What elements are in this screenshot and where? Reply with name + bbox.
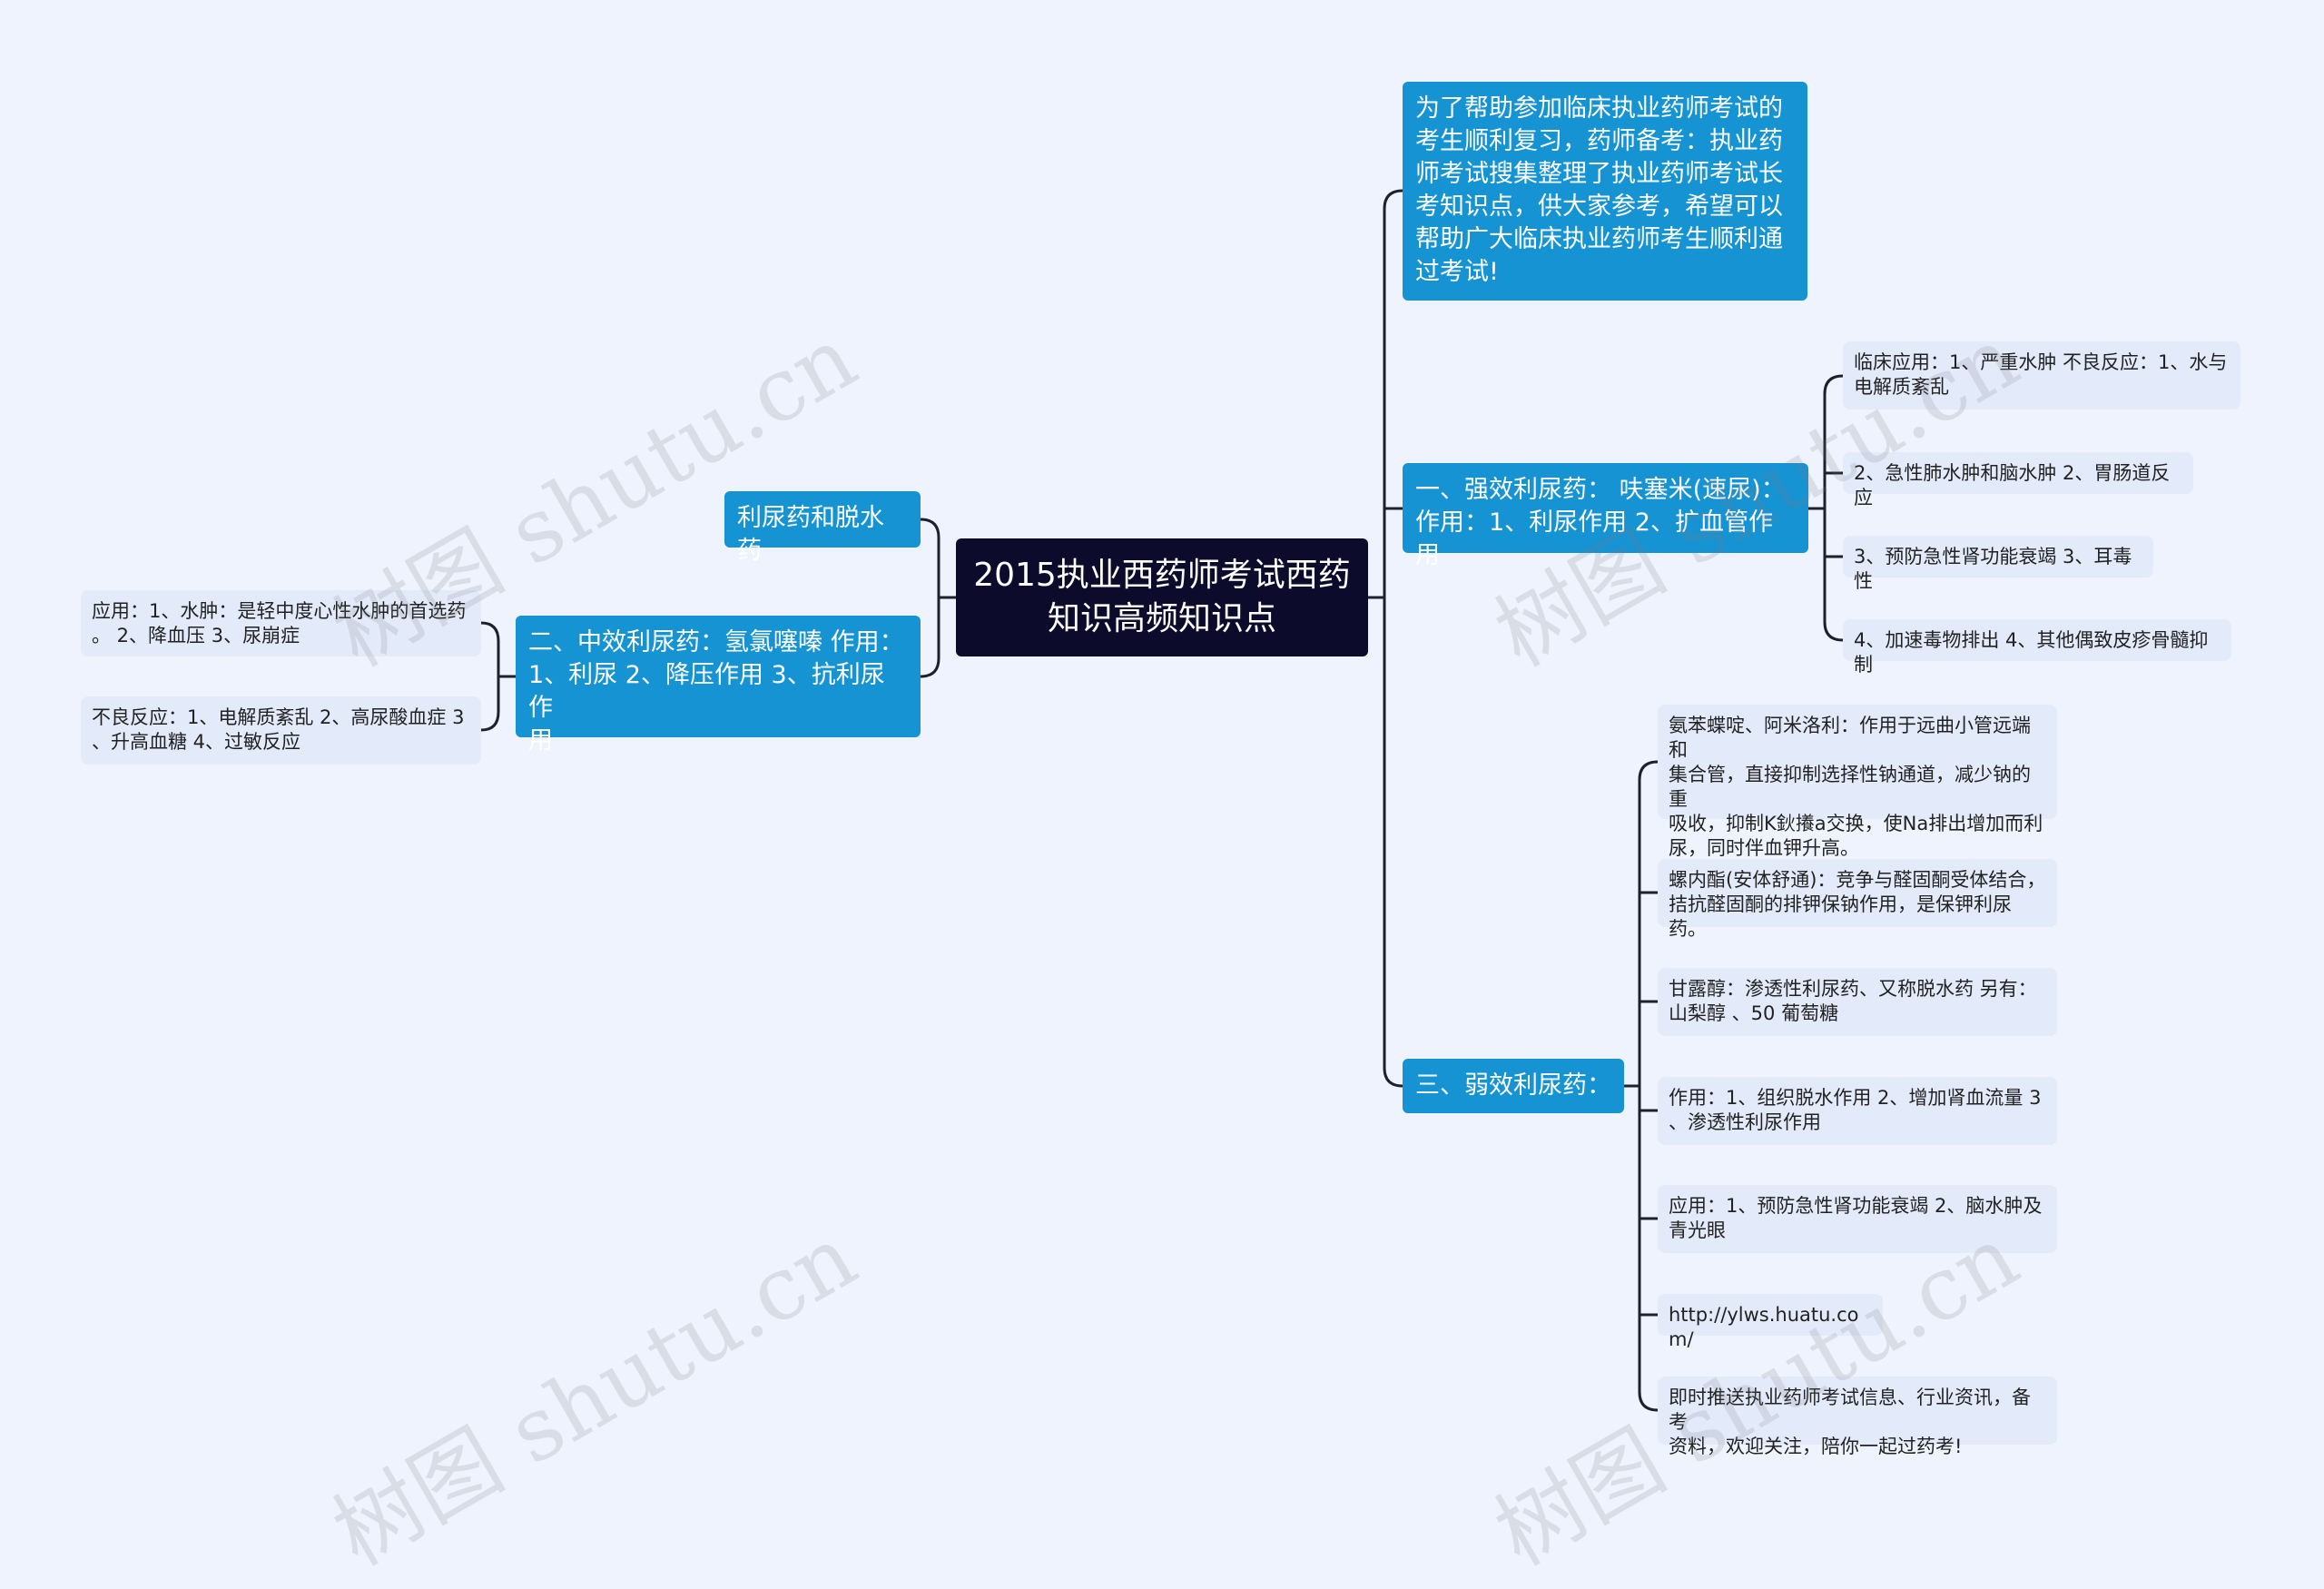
connector-right-trunk: [1383, 189, 1403, 1088]
intro-node[interactable]: 为了帮助参加临床执业药师考试的 考生顺利复习，药师备考：执业药 师考试搜集整理了…: [1403, 82, 1807, 301]
weak-leaf-3[interactable]: 甘露醇：渗透性利尿药、又称脱水药 另有： 山梨醇 、50 葡萄糖: [1658, 968, 2057, 1036]
weak-diuretic-node[interactable]: 三、弱效利尿药：: [1403, 1059, 1624, 1113]
connector-weak-trunk: [1638, 760, 1659, 1412]
weak-leaf-4[interactable]: 作用：1、组织脱水作用 2、增加肾血流量 3 、渗透性利尿作用: [1658, 1077, 2057, 1145]
strong-leaf-3[interactable]: 3、预防急性肾功能衰竭 3、耳毒性: [1843, 536, 2153, 592]
weak-leaf-1[interactable]: 氨苯蝶啶、阿米洛利：作用于远曲小管远端和 集合管，直接抑制选择性钠通道，减少钠的…: [1658, 705, 2057, 859]
connector-lines: [480, 189, 1844, 1412]
weak-leaf-7[interactable]: 即时推送执业药师考试信息、行业资讯，备考 资料，欢迎关注，陪你一起过药考!: [1658, 1377, 2057, 1457]
root-topic[interactable]: 2015执业西药师考试西药 知识高频知识点: [956, 538, 1368, 656]
connector-mid-trunk: [480, 621, 500, 732]
mid-leaf-2[interactable]: 不良反应：1、电解质紊乱 2、高尿酸血症 3 、升高血糖 4、过敏反应: [81, 696, 481, 765]
weak-leaf-6[interactable]: http://ylws.huatu.com/: [1658, 1294, 1883, 1350]
strong-leaf-2[interactable]: 2、急性肺水肿和脑水肿 2、胃肠道反应: [1843, 452, 2193, 508]
mind-map-canvas: 2015执业西药师考试西药 知识高频知识点 为了帮助参加临床执业药师考试的 考生…: [81, 82, 2240, 1585]
mid-diuretic-node[interactable]: 二、中效利尿药：氢氯噻嗪 作用： 1、利尿 2、降压作用 3、抗利尿作 用: [516, 616, 921, 755]
weak-leaf-5[interactable]: 应用：1、预防急性肾功能衰竭 2、脑水肿及 青光眼: [1658, 1185, 2057, 1253]
strong-leaf-4[interactable]: 4、加速毒物排出 4、其他偶致皮疹骨髓抑制: [1843, 619, 2231, 676]
left-title-node[interactable]: 利尿药和脱水药: [724, 491, 921, 565]
mid-leaf-1[interactable]: 应用：1、水肿：是轻中度心性水肿的首选药 。 2、降血压 3、尿崩症: [81, 590, 481, 656]
strong-leaf-1[interactable]: 临床应用：1、严重水肿 不良反应：1、水与 电解质紊乱: [1843, 341, 2240, 410]
connector-strong-trunk: [1823, 374, 1844, 642]
connector-left-trunk: [920, 518, 940, 678]
weak-leaf-2[interactable]: 螺内酯(安体舒通)：竞争与醛固酮受体结合， 拮抗醛固酮的排钾保钠作用，是保钾利尿…: [1658, 859, 2057, 940]
strong-diuretic-node[interactable]: 一、强效利尿药： 呋塞米(速尿)： 作用：1、利尿作用 2、扩血管作用: [1403, 463, 1808, 569]
